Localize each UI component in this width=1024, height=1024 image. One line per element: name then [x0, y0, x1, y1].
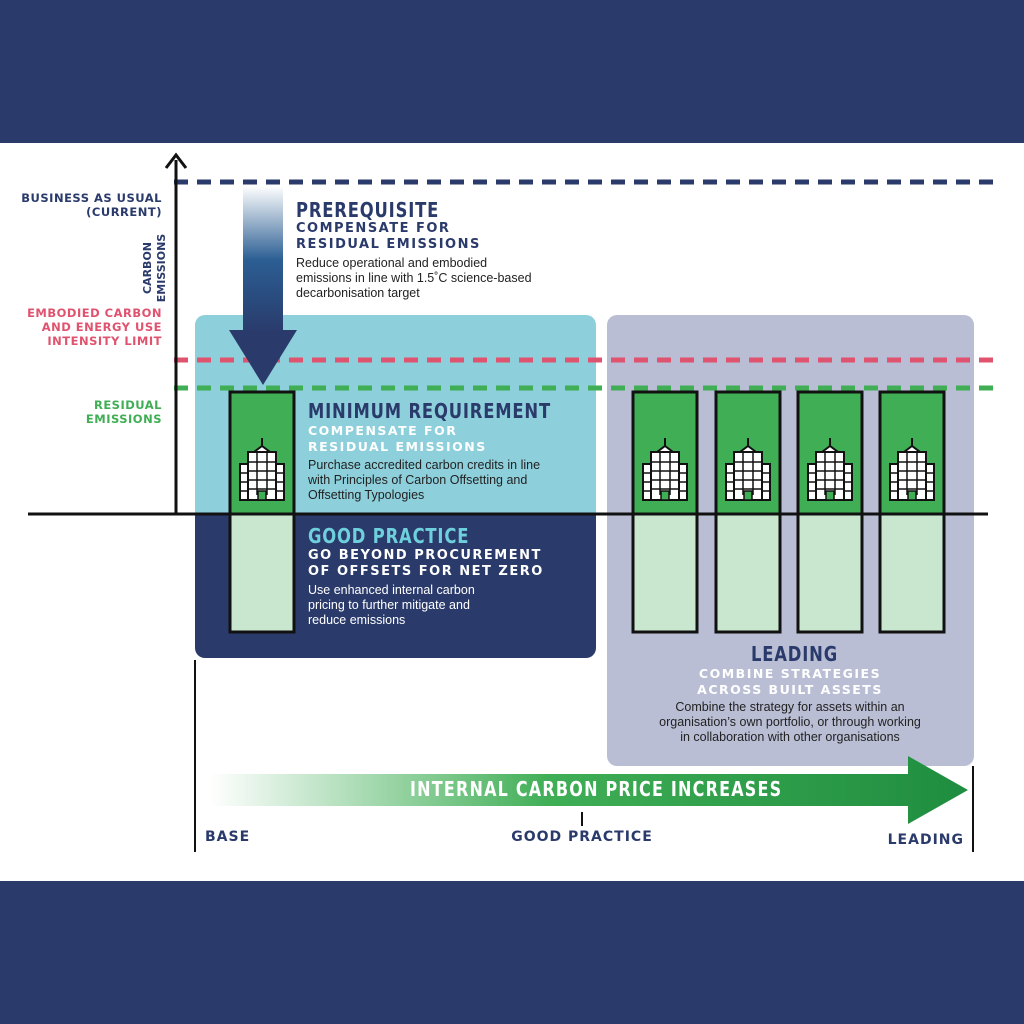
- scale-label-base: BASE: [205, 829, 251, 845]
- leading-subtitle: COMBINE STRATEGIES ACROSS BUILT ASSETS: [697, 666, 883, 697]
- embodied-limit-label: EMBODIED CARBON AND ENERGY USE INTENSITY…: [27, 306, 162, 348]
- residual-emissions-label: RESIDUAL EMISSIONS: [85, 398, 162, 426]
- prerequisite-title: PREREQUISITE: [296, 198, 440, 222]
- minimum-requirement-body: Purchase accredited carbon credits in li…: [308, 458, 541, 502]
- bottom-band: [0, 881, 1024, 1024]
- scale-label-good-practice: GOOD PRACTICE: [511, 829, 653, 845]
- business-as-usual-label: BUSINESS AS USUAL (CURRENT): [21, 191, 162, 219]
- prerequisite-body: Reduce operational and embodied emission…: [296, 256, 532, 300]
- minimum-requirement-title: MINIMUM REQUIREMENT: [308, 399, 551, 423]
- good-practice-title: GOOD PRACTICE: [308, 524, 470, 548]
- leading-body: Combine the strategy for assets within a…: [659, 700, 921, 744]
- top-band: [0, 0, 1024, 143]
- good-practice-body: Use enhanced internal carbon pricing to …: [308, 583, 475, 627]
- prerequisite-subtitle: COMPENSATE FOR RESIDUAL EMISSIONS: [296, 221, 481, 252]
- building-cell-leading-4: [878, 390, 946, 634]
- scale-label-leading: LEADING: [887, 832, 964, 848]
- building-cell-minimum: [228, 390, 296, 634]
- right-arrow-icon: [210, 756, 968, 824]
- building-cell-leading-3: [796, 390, 864, 634]
- down-arrow-icon: [229, 186, 297, 385]
- carbon-price-label: INTERNAL CARBON PRICE INCREASES: [410, 777, 783, 801]
- building-cell-leading-2: [714, 390, 782, 634]
- y-axis-label: CARBON EMISSIONS: [141, 233, 168, 303]
- building-cell-leading-1: [631, 390, 699, 634]
- minimum-requirement-subtitle: COMPENSATE FOR RESIDUAL EMISSIONS: [308, 423, 487, 454]
- good-practice-subtitle: GO BEYOND PROCUREMENT OF OFFSETS FOR NET…: [308, 548, 544, 579]
- y-axis-arrowhead: [164, 152, 188, 169]
- leading-title: LEADING: [751, 642, 838, 666]
